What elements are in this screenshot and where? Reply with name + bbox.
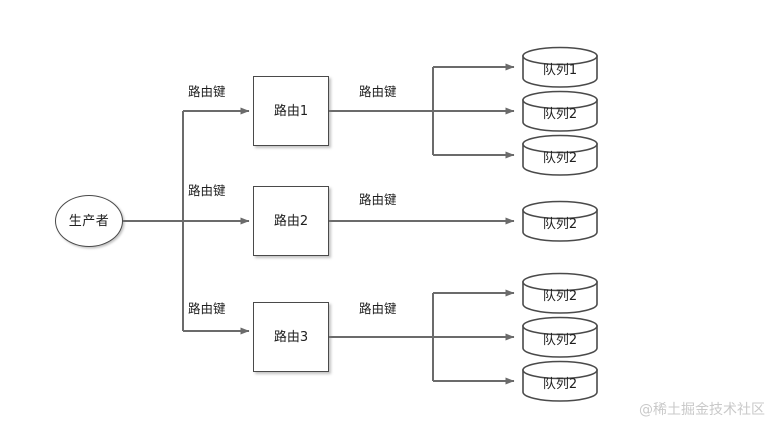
queue-label-5: 队列2 bbox=[542, 289, 578, 304]
cylinder-shape bbox=[522, 134, 598, 176]
queue-node-5[interactable]: 队列2 bbox=[522, 272, 598, 314]
router-label-3: 路由3 bbox=[273, 329, 309, 345]
edge-label-producer-to-router-2: 路由键 bbox=[188, 183, 226, 198]
cylinder-shape bbox=[522, 360, 598, 402]
queue-label-4: 队列2 bbox=[542, 217, 578, 232]
cylinder-shape bbox=[522, 200, 598, 242]
router-node-1[interactable]: 路由1 bbox=[253, 76, 329, 146]
edge-label-producer-to-router-3: 路由键 bbox=[188, 301, 226, 316]
cylinder-shape bbox=[522, 90, 598, 132]
router-label-1: 路由1 bbox=[273, 103, 309, 119]
router-label-2: 路由2 bbox=[273, 213, 309, 229]
queue-node-7[interactable]: 队列2 bbox=[522, 360, 598, 402]
edge-label-router-3-to-queues: 路由键 bbox=[359, 301, 397, 316]
producer-label: 生产者 bbox=[68, 213, 110, 229]
router-node-3[interactable]: 路由3 bbox=[253, 302, 329, 372]
cylinder-shape bbox=[522, 316, 598, 358]
queue-node-3[interactable]: 队列2 bbox=[522, 134, 598, 176]
router-node-2[interactable]: 路由2 bbox=[253, 186, 329, 256]
edge-label-router-1-to-queues: 路由键 bbox=[359, 84, 397, 99]
queue-label-3: 队列2 bbox=[542, 151, 578, 166]
queue-node-6[interactable]: 队列2 bbox=[522, 316, 598, 358]
watermark-text: @稀土掘金技术社区 bbox=[639, 402, 765, 418]
cylinder-shape bbox=[522, 46, 598, 88]
queue-label-1: 队列1 bbox=[542, 63, 578, 78]
queue-node-1[interactable]: 队列1 bbox=[522, 46, 598, 88]
queue-label-6: 队列2 bbox=[542, 333, 578, 348]
edge-label-producer-to-router-1: 路由键 bbox=[188, 84, 226, 99]
edge-label-router-2-to-queues: 路由键 bbox=[359, 192, 397, 207]
queue-node-2[interactable]: 队列2 bbox=[522, 90, 598, 132]
queue-label-2: 队列2 bbox=[542, 107, 578, 122]
queue-node-4[interactable]: 队列2 bbox=[522, 200, 598, 242]
cylinder-shape bbox=[522, 272, 598, 314]
producer-node[interactable]: 生产者 bbox=[55, 195, 123, 247]
queue-label-7: 队列2 bbox=[542, 377, 578, 392]
